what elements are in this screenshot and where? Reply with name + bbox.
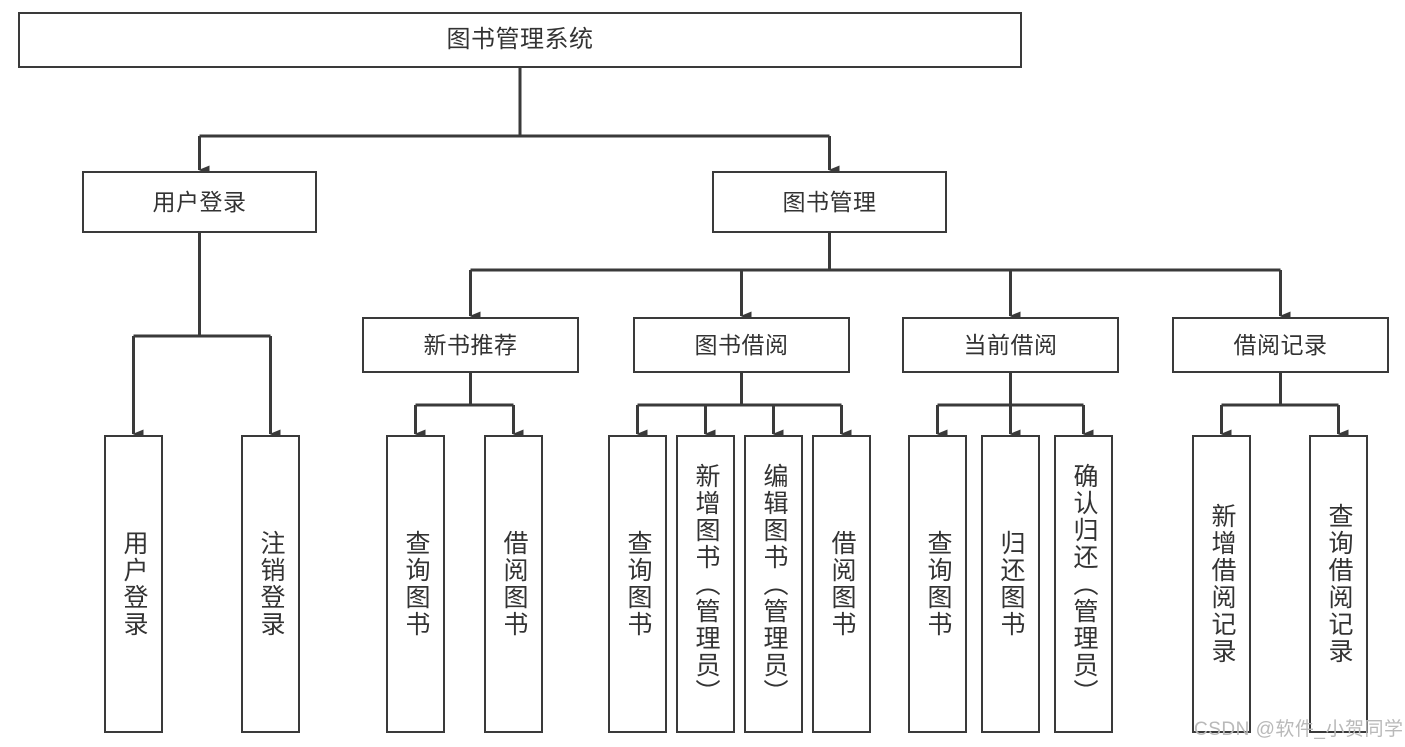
node-leaf-rec-query[interactable]: 查询图书 (386, 435, 445, 733)
node-label: 图书借阅 (694, 331, 789, 358)
node-label: 新增借阅记录 (1208, 503, 1236, 665)
node-l2-book-manage[interactable]: 图书管理 (712, 171, 947, 233)
node-label: 借阅记录 (1233, 331, 1328, 358)
node-label: 查询图书 (924, 530, 952, 638)
node-l3-book-borrow[interactable]: 图书借阅 (633, 317, 850, 373)
node-label: 借阅图书 (500, 530, 528, 638)
node-root[interactable]: 图书管理系统 (18, 12, 1022, 68)
node-label: 图书管理系统 (446, 26, 594, 54)
node-l3-borrow-record[interactable]: 借阅记录 (1172, 317, 1389, 373)
node-label: 查询图书 (402, 530, 430, 638)
node-label: 编辑图书（管理员） (760, 462, 788, 706)
node-leaf-borrow-query[interactable]: 查询图书 (608, 435, 667, 733)
node-leaf-borrow-take[interactable]: 借阅图书 (812, 435, 871, 733)
node-leaf-cur-confirm[interactable]: 确认归还（管理员） (1054, 435, 1113, 733)
node-leaf-borrow-add[interactable]: 新增图书（管理员） (676, 435, 735, 733)
csdn-watermark: CSDN @软件_小贺同学 (1194, 719, 1404, 740)
node-label: 查询图书 (624, 530, 652, 638)
node-label: 归还图书 (997, 530, 1025, 638)
node-label: 当前借阅 (963, 331, 1058, 358)
node-leaf-cur-return[interactable]: 归还图书 (981, 435, 1040, 733)
node-l2-user-login[interactable]: 用户登录 (82, 171, 317, 233)
node-leaf-rec-borrow[interactable]: 借阅图书 (484, 435, 543, 733)
node-label: 确认归还（管理员） (1070, 462, 1098, 706)
node-label: 注销登录 (257, 530, 285, 638)
node-leaf-user-logout[interactable]: 注销登录 (241, 435, 300, 733)
node-label: 用户登录 (120, 530, 148, 638)
node-l3-new-book-rec[interactable]: 新书推荐 (362, 317, 579, 373)
node-label: 新增图书（管理员） (692, 462, 720, 706)
node-label: 图书管理 (782, 188, 877, 215)
node-l3-current-borrow[interactable]: 当前借阅 (902, 317, 1119, 373)
edge-group (132, 68, 1349, 439)
node-leaf-rec-add[interactable]: 新增借阅记录 (1192, 435, 1251, 733)
node-leaf-rec-query2[interactable]: 查询借阅记录 (1309, 435, 1368, 733)
node-leaf-cur-query[interactable]: 查询图书 (908, 435, 967, 733)
node-label: 用户登录 (152, 188, 247, 215)
node-label: 借阅图书 (828, 530, 856, 638)
node-leaf-user-login[interactable]: 用户登录 (104, 435, 163, 733)
node-label: 新书推荐 (423, 331, 518, 358)
node-label: 查询借阅记录 (1325, 503, 1353, 665)
node-leaf-borrow-edit[interactable]: 编辑图书（管理员） (744, 435, 803, 733)
